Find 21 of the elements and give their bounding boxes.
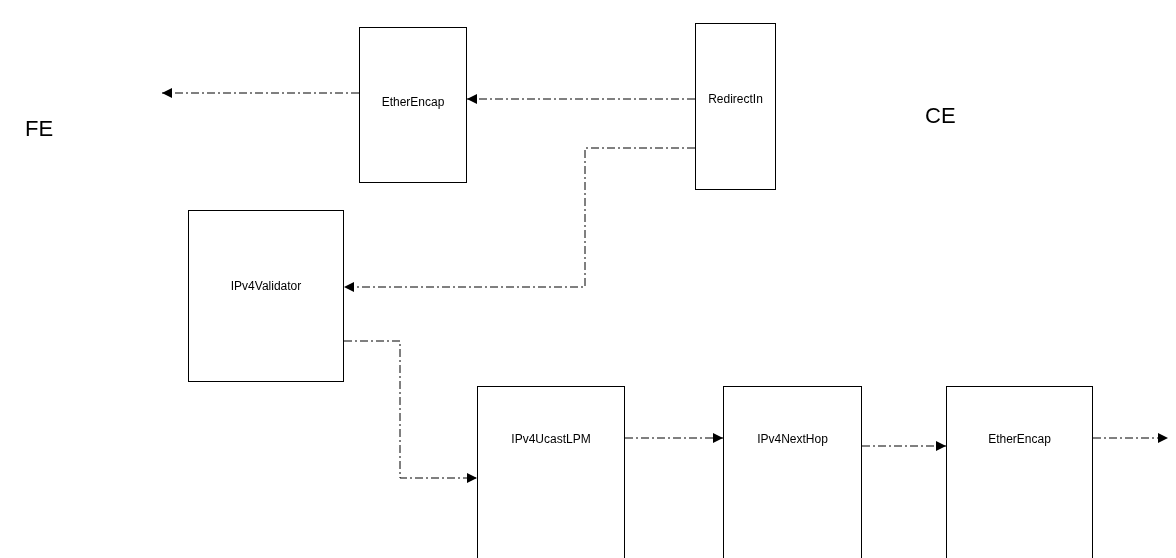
process-box xyxy=(188,210,344,382)
arrow xyxy=(466,94,696,104)
node-label: IPv4Validator xyxy=(229,279,303,293)
arrow xyxy=(861,441,947,451)
process-box xyxy=(695,23,776,190)
process-box xyxy=(723,386,862,558)
arrow xyxy=(161,88,360,98)
section-label: CE xyxy=(925,103,956,129)
node-label: RedirectIn xyxy=(707,92,764,106)
process-box xyxy=(477,386,625,558)
arrow xyxy=(343,147,696,292)
process-box xyxy=(946,386,1093,558)
node-label: EtherEncap xyxy=(380,95,446,109)
node-label: IPv4NextHop xyxy=(756,432,829,446)
node-label: EtherEncap xyxy=(987,432,1052,446)
arrow xyxy=(1092,433,1169,443)
node-label: IPv4UcastLPM xyxy=(510,432,592,446)
section-label: FE xyxy=(25,116,54,142)
process-box xyxy=(359,27,467,183)
arrow xyxy=(624,433,724,443)
arrow xyxy=(343,340,478,483)
